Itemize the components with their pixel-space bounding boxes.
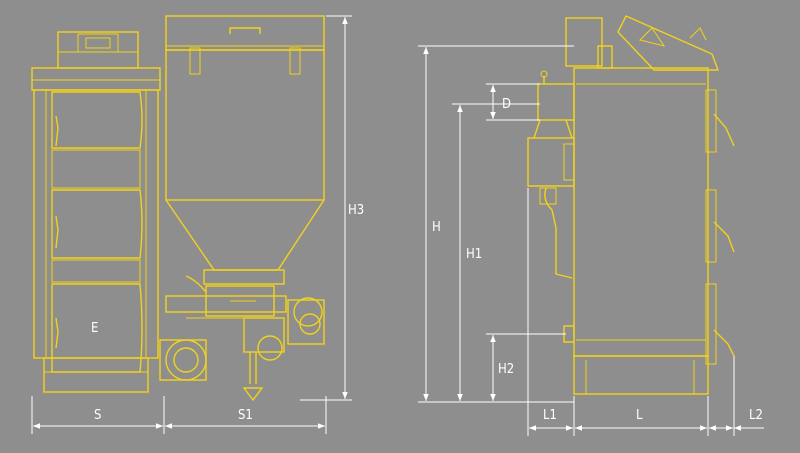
front-view-hopper <box>159 15 325 402</box>
label-s: S <box>94 408 101 423</box>
label-h3: H3 <box>348 203 364 218</box>
side-view-boiler <box>527 15 735 395</box>
label-h2: H2 <box>498 362 514 377</box>
label-h1: H1 <box>466 247 482 262</box>
label-d: D <box>502 97 511 112</box>
front-view-boiler <box>31 31 161 393</box>
label-l1: L1 <box>543 408 557 423</box>
label-s1: S1 <box>238 408 253 423</box>
label-l: L <box>636 408 643 423</box>
label-e: E <box>91 321 98 336</box>
dimension-labels: E S S1 H3 H H1 D H2 L1 L L2 <box>91 97 763 423</box>
label-l2: L2 <box>749 408 763 423</box>
dimension-lines <box>31 15 764 436</box>
label-h: H <box>432 220 441 235</box>
